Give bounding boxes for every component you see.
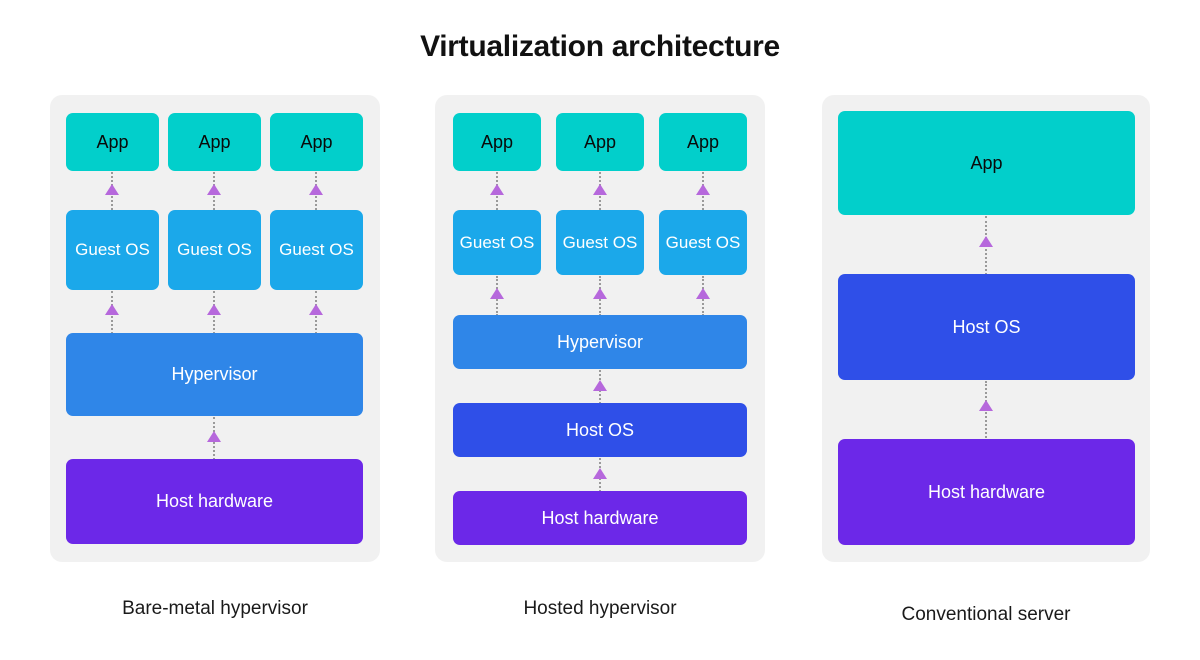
box-guest-os[interactable]: Guest OS	[66, 210, 159, 290]
box-guest-os[interactable]: Guest OS	[453, 210, 541, 275]
up-arrow-dotted-icon	[593, 276, 607, 316]
box-app[interactable]: App	[270, 113, 363, 171]
box-hypervisor[interactable]: Hypervisor	[66, 333, 363, 416]
up-arrow-dotted-icon	[593, 370, 607, 404]
box-host-hardware[interactable]: Host hardware	[66, 459, 363, 544]
box-label: App	[583, 131, 617, 152]
up-arrow-dotted-icon	[490, 172, 504, 210]
box-app[interactable]: App	[453, 113, 541, 171]
box-guest-os[interactable]: Guest OS	[659, 210, 747, 275]
up-arrow-dotted-icon	[207, 291, 221, 334]
box-label: App	[96, 131, 129, 152]
up-arrow-dotted-icon	[490, 276, 504, 316]
box-app[interactable]: App	[556, 113, 644, 171]
box-label: Hypervisor	[171, 364, 258, 385]
box-app[interactable]: App	[168, 113, 261, 171]
page-title: Virtualization architecture	[420, 30, 780, 63]
box-label: Host OS	[565, 419, 635, 440]
box-guest-os[interactable]: Guest OS	[556, 210, 644, 275]
box-label: Guest OS	[75, 240, 150, 260]
box-label: Guest OS	[459, 232, 535, 252]
up-arrow-dotted-icon	[696, 276, 710, 316]
box-label: App	[970, 152, 1003, 173]
box-app[interactable]: App	[659, 113, 747, 171]
up-arrow-dotted-icon	[105, 291, 119, 334]
caption-hosted-hypervisor: Hosted hypervisor	[523, 598, 677, 619]
box-label: App	[686, 131, 720, 152]
box-label: App	[198, 131, 231, 152]
box-app[interactable]: App	[838, 111, 1135, 215]
up-arrow-dotted-icon	[105, 172, 119, 210]
up-arrow-dotted-icon	[696, 172, 710, 210]
box-label: Hypervisor	[556, 331, 644, 352]
box-label: Host hardware	[541, 507, 659, 528]
box-host-os[interactable]: Host OS	[453, 403, 747, 457]
box-label: Guest OS	[279, 240, 354, 260]
up-arrow-dotted-icon	[593, 458, 607, 492]
box-guest-os[interactable]: Guest OS	[270, 210, 363, 290]
box-host-hardware[interactable]: Host hardware	[838, 439, 1135, 545]
caption-conventional-server: Conventional server	[901, 604, 1071, 625]
box-label: Host OS	[952, 316, 1021, 337]
box-label: App	[300, 131, 333, 152]
caption-bare-metal-hypervisor: Bare-metal hypervisor	[122, 598, 308, 619]
up-arrow-dotted-icon	[979, 216, 993, 275]
up-arrow-dotted-icon	[593, 172, 607, 210]
up-arrow-dotted-icon	[309, 172, 323, 210]
box-guest-os[interactable]: Guest OS	[168, 210, 261, 290]
up-arrow-dotted-icon	[979, 381, 993, 438]
box-label: Host hardware	[927, 481, 1046, 502]
up-arrow-dotted-icon	[309, 291, 323, 334]
up-arrow-dotted-icon	[207, 417, 221, 460]
box-label: Host hardware	[155, 491, 274, 512]
box-label: Guest OS	[177, 240, 252, 260]
box-hypervisor[interactable]: Hypervisor	[453, 315, 747, 369]
box-host-os[interactable]: Host OS	[838, 274, 1135, 380]
up-arrow-dotted-icon	[207, 172, 221, 210]
box-host-hardware[interactable]: Host hardware	[453, 491, 747, 545]
box-label: Guest OS	[562, 232, 638, 252]
box-label: Guest OS	[665, 232, 741, 252]
box-label: App	[480, 131, 514, 152]
box-app[interactable]: App	[66, 113, 159, 171]
